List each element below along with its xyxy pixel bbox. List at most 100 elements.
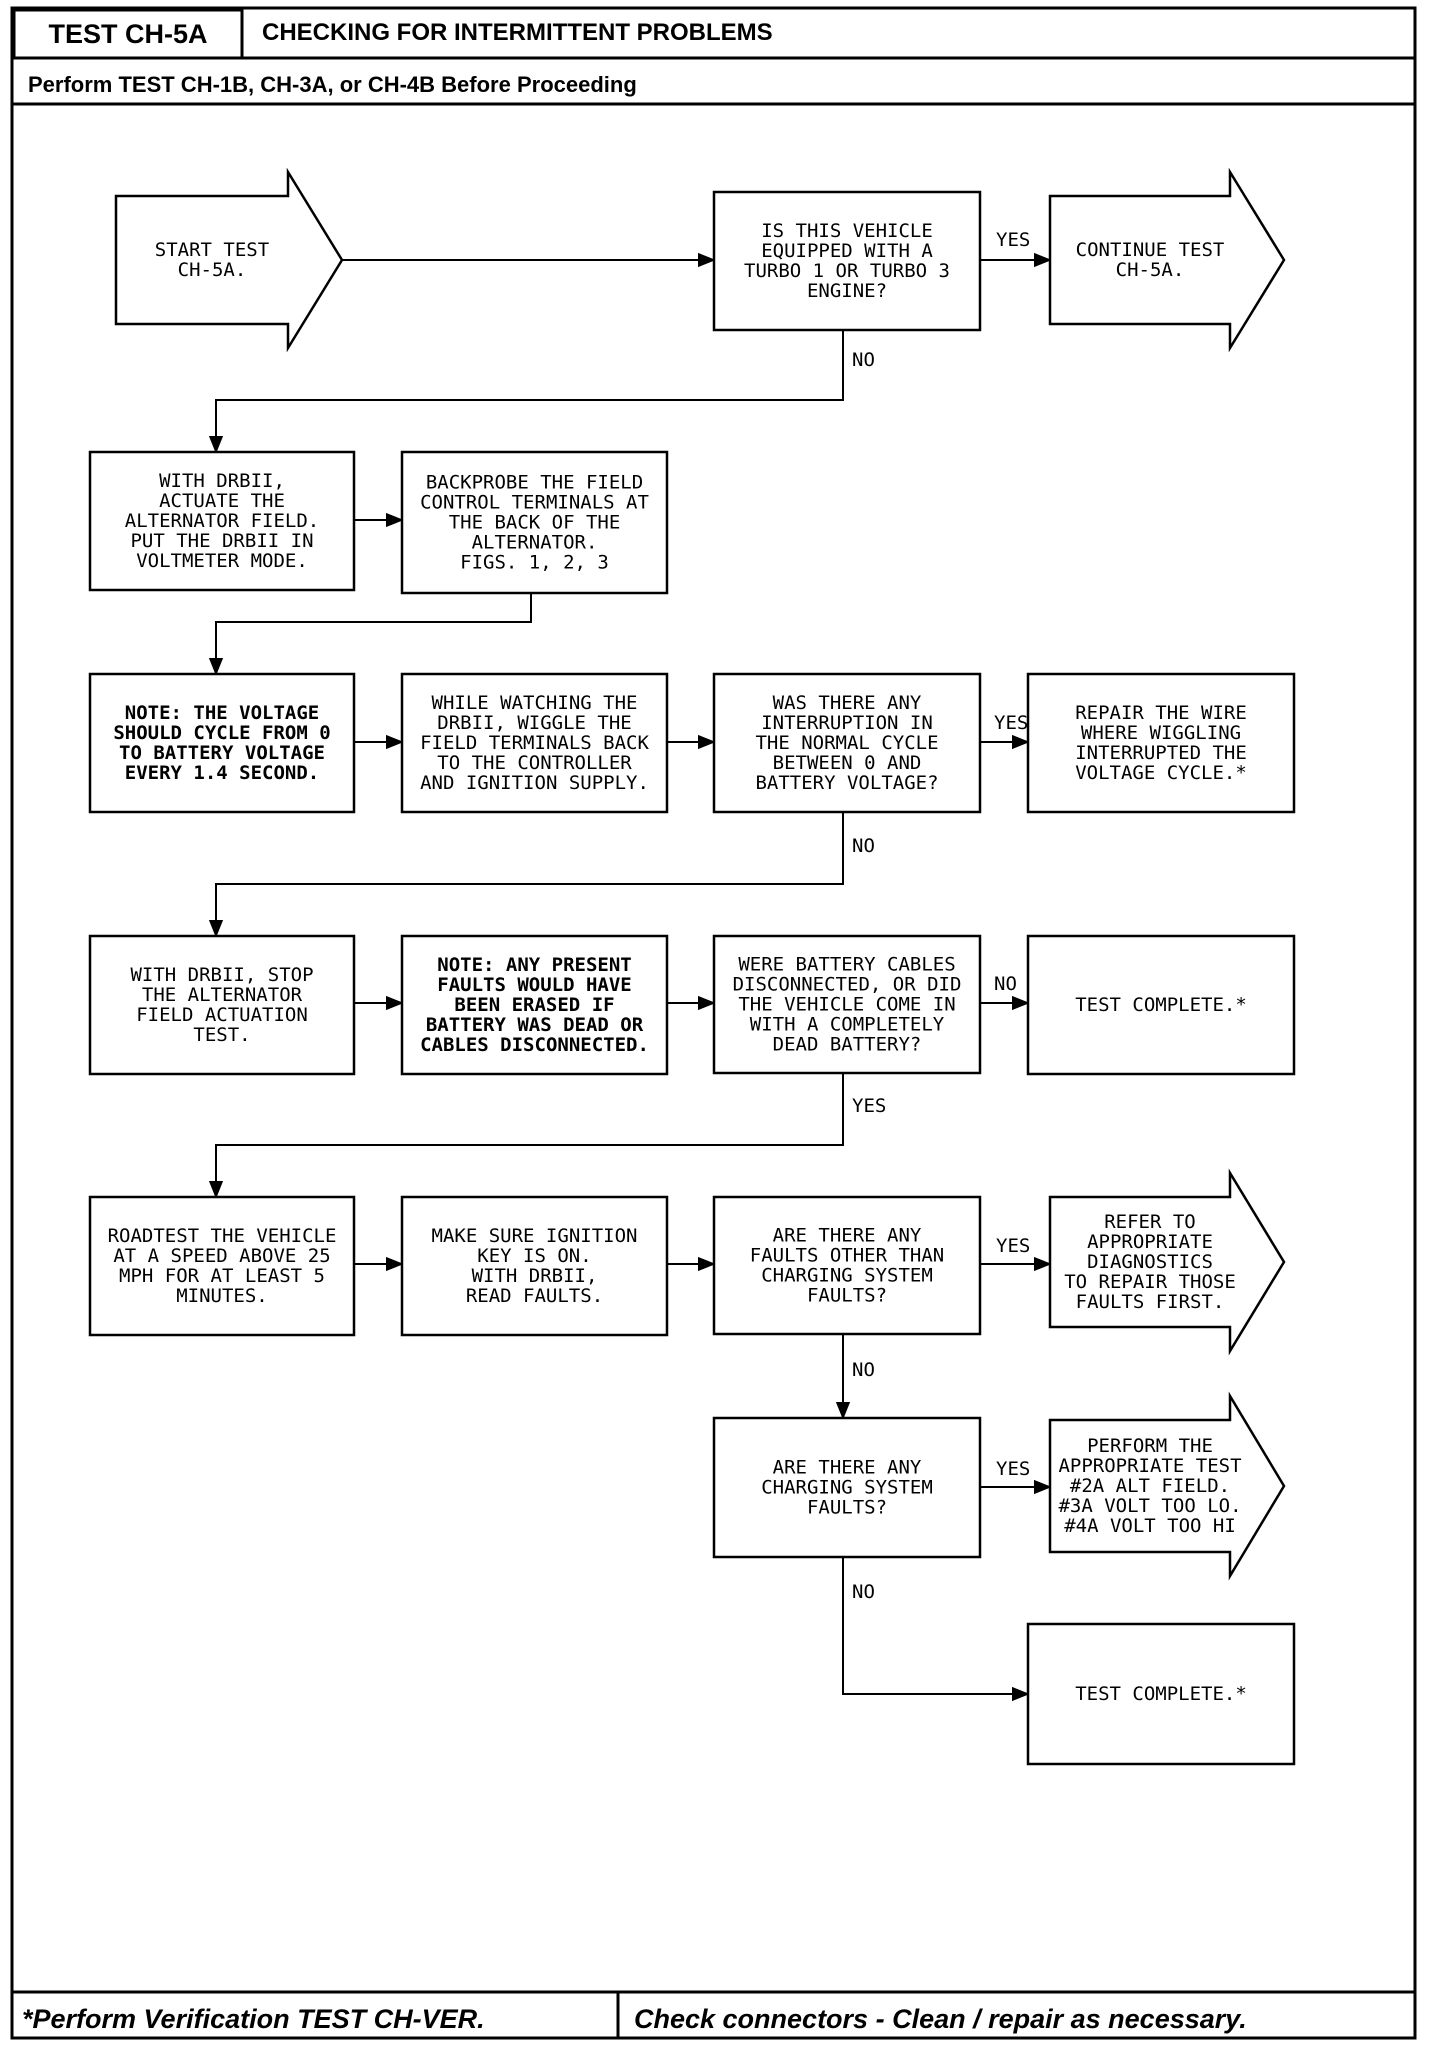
footer-verification: *Perform Verification TEST CH-VER. bbox=[22, 2004, 485, 2034]
decision-battery-cables-outline bbox=[712, 934, 982, 1075]
decision-battery-cables-text-line: DISCONNECTED, OR DID bbox=[733, 974, 962, 996]
edge-label-cables-yes: YES bbox=[852, 1095, 886, 1117]
decision-turbo-engine-text-line: TURBO 1 OR TURBO 3 bbox=[744, 260, 950, 282]
decision-battery-cables-text-line: THE VEHICLE COME IN bbox=[738, 994, 955, 1016]
perform-test-arrow-text-line: #4A VOLT TOO HI bbox=[1064, 1515, 1236, 1537]
note-voltage-cycle-text-line: SHOULD CYCLE FROM 0 bbox=[113, 722, 330, 744]
step-wiggle-terminals-text-line: DRBII, WIGGLE THE bbox=[437, 712, 631, 734]
refer-diagnostics-arrow-text-line: FAULTS FIRST. bbox=[1076, 1291, 1225, 1313]
test-complete-1-outline bbox=[1026, 934, 1296, 1076]
decision-voltage-interruption-outline bbox=[712, 672, 982, 814]
step-actuate-field-outline bbox=[88, 450, 356, 592]
edge-label-cables-no: NO bbox=[994, 973, 1017, 995]
decision-voltage-interruption-text-line: BETWEEN 0 AND bbox=[773, 752, 922, 774]
step-roadtest-text-line: MINUTES. bbox=[176, 1285, 268, 1307]
edge-label-turbo-no: NO bbox=[852, 349, 875, 371]
test-complete-1-text-line: TEST COMPLETE.* bbox=[1075, 994, 1247, 1016]
decision-turbo-engine-text-line: EQUIPPED WITH A bbox=[761, 240, 933, 262]
step-repair-wire-text-line: VOLTAGE CYCLE.* bbox=[1075, 762, 1247, 784]
edge-label-other-no: NO bbox=[852, 1359, 875, 1381]
test-complete-2-outline bbox=[1026, 1622, 1296, 1766]
connectors bbox=[208, 252, 1052, 1702]
step-repair-wire-text-line: WHERE WIGGLING bbox=[1081, 722, 1241, 744]
page-frame bbox=[10, 6, 1417, 2040]
refer-diagnostics-arrow-text-line: DIAGNOSTICS bbox=[1087, 1251, 1213, 1273]
refer-diagnostics-arrow-text-line: TO REPAIR THOSE bbox=[1064, 1271, 1236, 1293]
decision-turbo-engine-outline bbox=[712, 190, 982, 332]
note-faults-erased-text-line: BEEN ERASED IF bbox=[454, 994, 614, 1016]
decision-voltage-interruption-text-line: WAS THERE ANY bbox=[773, 692, 922, 714]
decision-voltage-interruption-text-line: INTERRUPTION IN bbox=[761, 712, 933, 734]
step-backprobe-terminals-text-line: THE BACK OF THE bbox=[449, 512, 621, 534]
decision-other-faults-text-line: CHARGING SYSTEM bbox=[761, 1265, 933, 1287]
step-wiggle-terminals-text-line: WHILE WATCHING THE bbox=[432, 692, 638, 714]
continue-test-arrow-text-line: CONTINUE TEST bbox=[1076, 239, 1225, 261]
step-read-faults-text-line: MAKE SURE IGNITION bbox=[432, 1225, 638, 1247]
note-faults-erased-text-line: BATTERY WAS DEAD OR bbox=[426, 1014, 644, 1036]
step-stop-actuation-text-line: THE ALTERNATOR bbox=[142, 984, 303, 1006]
note-voltage-cycle-text-line: EVERY 1.4 SECOND. bbox=[125, 762, 319, 784]
page-title: CHECKING FOR INTERMITTENT PROBLEMS bbox=[262, 19, 773, 46]
start-test-arrow-outline bbox=[114, 167, 344, 353]
decision-turbo-engine-text-line: IS THIS VEHICLE bbox=[761, 220, 933, 242]
step-actuate-field-text-line: ACTUATE THE bbox=[159, 490, 285, 512]
step-backprobe-terminals-text-line: ALTERNATOR. bbox=[472, 532, 598, 554]
step-roadtest-outline bbox=[88, 1195, 356, 1337]
continue-test-arrow-text-line: CH-5A. bbox=[1116, 259, 1185, 281]
edge-label-interrupt-no: NO bbox=[852, 835, 875, 857]
edge-label-interrupt-yes: YES bbox=[994, 712, 1028, 734]
continue-test-arrow-outline bbox=[1048, 167, 1286, 353]
step-wiggle-terminals-text-line: AND IGNITION SUPPLY. bbox=[420, 772, 649, 794]
step-repair-wire-text-line: INTERRUPTED THE bbox=[1075, 742, 1247, 764]
step-stop-actuation-outline bbox=[88, 934, 356, 1076]
prerequisite-note: Perform TEST CH-1B, CH-3A, or CH-4B Befo… bbox=[28, 72, 637, 97]
step-read-faults-text-line: WITH DRBII, bbox=[472, 1265, 598, 1287]
decision-other-faults-text-line: ARE THERE ANY bbox=[773, 1225, 922, 1247]
edge-label-turbo-yes: YES bbox=[996, 229, 1030, 251]
note-faults-erased-text-line: CABLES DISCONNECTED. bbox=[420, 1034, 649, 1056]
test-complete-2: TEST COMPLETE.* bbox=[1026, 1622, 1296, 1766]
edge-labels: YES NO YES NO NO YES YES NO YES NO bbox=[852, 229, 1030, 1603]
test-complete-1: TEST COMPLETE.* bbox=[1026, 934, 1296, 1076]
step-wiggle-terminals-outline bbox=[400, 672, 669, 814]
step-stop-actuation-text-line: FIELD ACTUATION bbox=[136, 1004, 308, 1026]
decision-battery-cables-text-line: WITH A COMPLETELY bbox=[750, 1014, 945, 1036]
step-read-faults-text-line: KEY IS ON. bbox=[477, 1245, 591, 1267]
decision-charging-faults-outline bbox=[712, 1416, 982, 1559]
test-complete-2-text-line: TEST COMPLETE.* bbox=[1075, 1683, 1247, 1705]
step-read-faults-text-line: READ FAULTS. bbox=[466, 1285, 603, 1307]
decision-turbo-engine-text-line: ENGINE? bbox=[807, 280, 887, 302]
decision-battery-cables-text-line: WERE BATTERY CABLES bbox=[738, 954, 955, 976]
step-read-faults-outline bbox=[400, 1195, 669, 1337]
step-actuate-field-text-line: PUT THE DRBII IN bbox=[130, 530, 313, 552]
note-faults-erased-text-line: NOTE: ANY PRESENT bbox=[437, 954, 631, 976]
start-test-arrow-text-line: CH-5A. bbox=[178, 259, 247, 281]
step-repair-wire-text-line: REPAIR THE WIRE bbox=[1075, 702, 1247, 724]
note-voltage-cycle-text-line: TO BATTERY VOLTAGE bbox=[119, 742, 325, 764]
step-backprobe-terminals-text-line: BACKPROBE THE FIELD bbox=[426, 472, 643, 494]
step-wiggle-terminals-text-line: TO THE CONTROLLER bbox=[437, 752, 632, 774]
step-repair-wire-outline bbox=[1026, 672, 1296, 814]
decision-other-faults-text-line: FAULTS? bbox=[807, 1285, 887, 1307]
step-roadtest-text-line: MPH FOR AT LEAST 5 bbox=[119, 1265, 325, 1287]
decision-charging-faults-text-line: ARE THERE ANY bbox=[773, 1457, 922, 1479]
step-stop-actuation-text-line: TEST. bbox=[193, 1024, 250, 1046]
edge-label-charging-no: NO bbox=[852, 1581, 875, 1603]
note-faults-erased-outline bbox=[400, 934, 669, 1076]
step-stop-actuation-text-line: WITH DRBII, STOP bbox=[130, 964, 313, 986]
step-backprobe-terminals-text-line: FIGS. 1, 2, 3 bbox=[460, 552, 609, 574]
perform-test-arrow-text-line: APPROPRIATE TEST bbox=[1058, 1455, 1241, 1477]
